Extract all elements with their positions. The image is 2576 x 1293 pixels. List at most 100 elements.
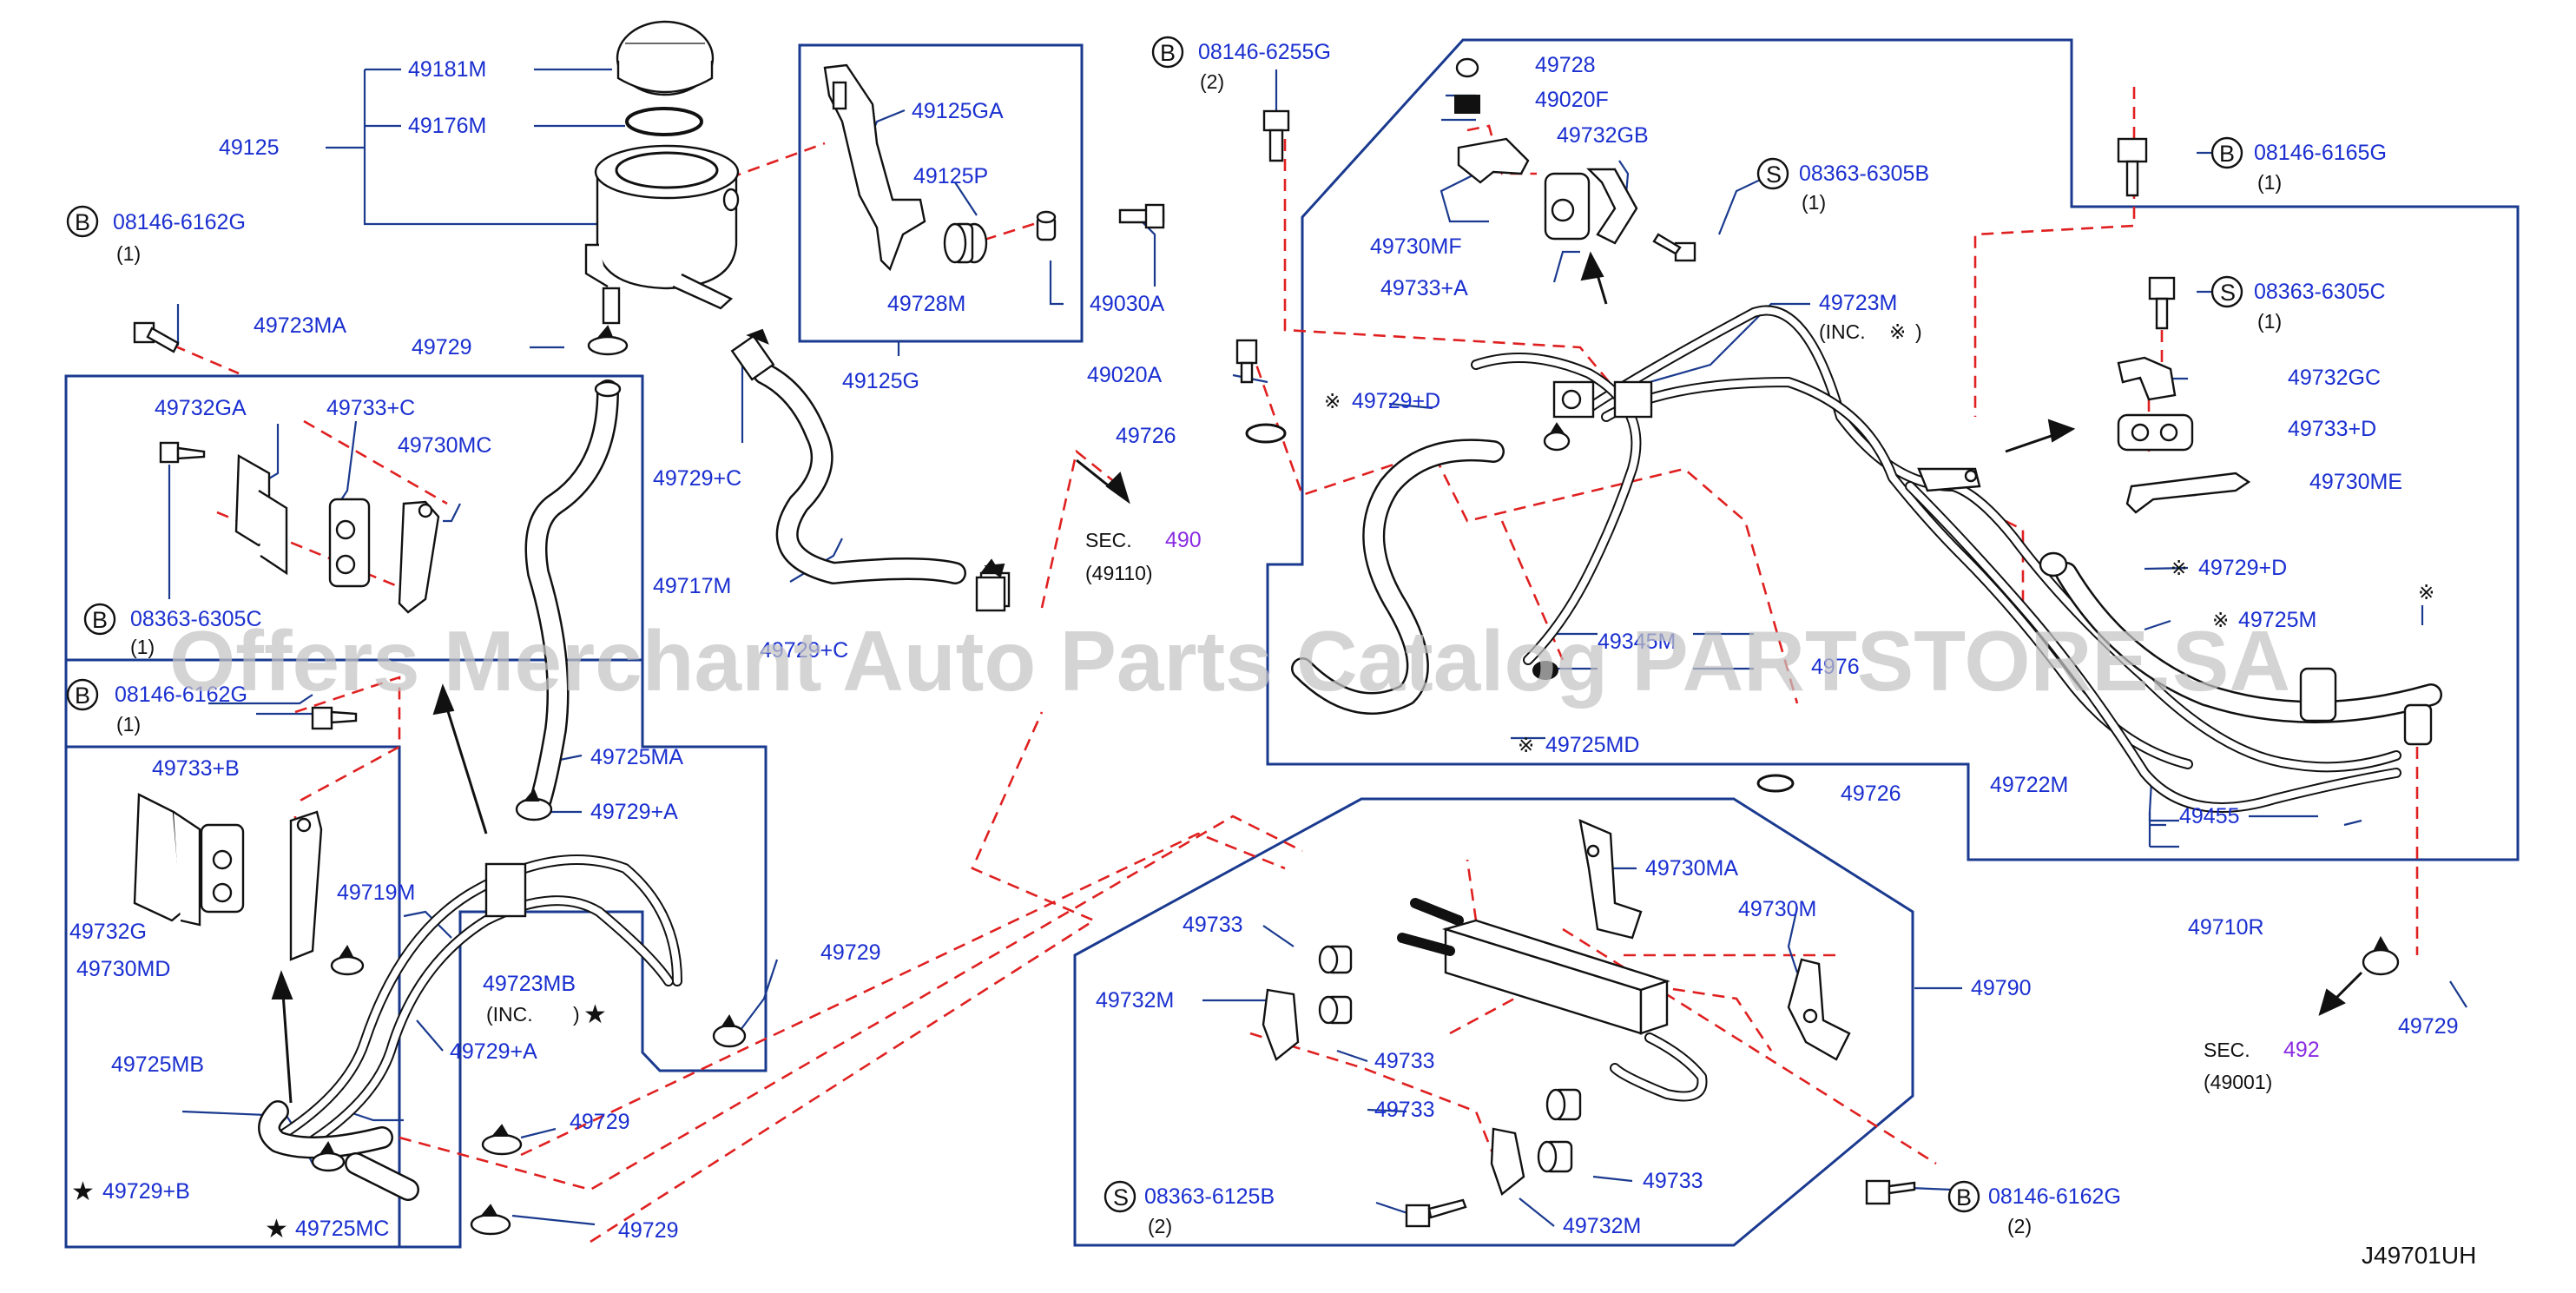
label-49726-a[interactable]: 49726 <box>1116 424 1176 448</box>
label-08146-6165G[interactable]: 08146-6165G <box>2254 141 2387 165</box>
label-49125[interactable]: 49125 <box>219 135 280 160</box>
screw-symbol-3: S <box>1104 1180 1136 1213</box>
label-08146-6255G[interactable]: 08146-6255G <box>1198 40 1331 64</box>
label-49020A[interactable]: 49020A <box>1087 363 1163 387</box>
bolt-symbol-2: B <box>83 603 116 636</box>
label-49729-d[interactable]: 49729 <box>820 940 881 965</box>
label-49730MC[interactable]: 49730MC <box>398 433 491 458</box>
label-49732GB[interactable]: 49732GB <box>1557 123 1649 148</box>
label-49732M-b[interactable]: 49732M <box>1563 1214 1641 1238</box>
label-49733B[interactable]: 49733+B <box>152 756 240 781</box>
hose-clamp-d-right <box>2039 551 2068 577</box>
label-49719M[interactable]: 49719M <box>337 881 415 905</box>
label-08363-6305C-a[interactable]: 08363-6305C <box>130 607 262 631</box>
label-49725MC[interactable]: 49725MC <box>295 1217 389 1241</box>
label-08146-6162G-b[interactable]: 08146-6162G <box>115 683 247 707</box>
arrows <box>271 251 2363 1104</box>
label-49725MD[interactable]: 49725MD <box>1545 733 1639 757</box>
label-49729-c[interactable]: 49729 <box>618 1218 679 1243</box>
label-49181M[interactable]: 49181M <box>408 57 486 82</box>
label-49729-a[interactable]: 49729 <box>412 335 472 360</box>
bolt-08146-6255G <box>1262 109 1290 162</box>
label-49729A-b[interactable]: 49729+A <box>450 1039 537 1064</box>
star-mark-49729B: ★ <box>71 1178 95 1206</box>
label-49733A[interactable]: 49733+A <box>1380 276 1468 300</box>
label-49730MF[interactable]: 49730MF <box>1370 234 1462 259</box>
sec-492-link[interactable]: 492 <box>2283 1038 2320 1062</box>
label-49726-b[interactable]: 49726 <box>1841 782 1901 806</box>
label-49125GA[interactable]: 49125GA <box>912 99 1004 123</box>
label-49728[interactable]: 49728 <box>1535 53 1596 77</box>
label-49729B[interactable]: 49729+B <box>102 1179 190 1204</box>
washer-49726-b <box>1756 774 1795 793</box>
label-49455[interactable]: 49455 <box>2179 804 2240 828</box>
label-49730ME[interactable]: 49730ME <box>2309 470 2402 494</box>
label-49722M[interactable]: 49722M <box>1990 773 2068 797</box>
bracket-49730MA <box>1578 819 1643 940</box>
label-08146-6162G-a[interactable]: 08146-6162G <box>113 210 246 234</box>
label-49125P[interactable]: 49125P <box>913 164 988 188</box>
label-49729C-b[interactable]: 49729+C <box>760 638 848 663</box>
bolt-08363-6125B <box>1405 1198 1467 1228</box>
label-4976X[interactable]: 4976 <box>1811 655 1860 679</box>
qty-08146-6162G-a: (1) <box>116 242 141 265</box>
label-49176M[interactable]: 49176M <box>408 114 486 138</box>
hose-clamp-49729-low1 <box>481 1124 523 1156</box>
label-49733-a[interactable]: 49733 <box>1183 913 1243 937</box>
label-49725M[interactable]: 49725M <box>2238 608 2316 632</box>
label-49345M[interactable]: 49345M <box>1598 630 1676 654</box>
bolt-08146-6162G-b <box>311 706 358 730</box>
label-08146-6162G-d[interactable]: 08146-6162G <box>1988 1184 2121 1209</box>
label-49728M[interactable]: 49728M <box>887 292 965 316</box>
hose-clamp-c-upper <box>730 328 775 381</box>
bracket-49732GA <box>234 453 288 576</box>
svg-text:S: S <box>1113 1184 1129 1211</box>
label-49732G[interactable]: 49732G <box>69 920 147 944</box>
label-08363-6305C-b[interactable]: 08363-6305C <box>2254 280 2386 304</box>
label-49020F[interactable]: 49020F <box>1535 88 1609 112</box>
label-49732GC[interactable]: 49732GC <box>2288 366 2381 390</box>
label-49723MA[interactable]: 49723MA <box>254 313 346 338</box>
bolt-symbol-6: B <box>1947 1180 1980 1213</box>
sec-490-link[interactable]: 490 <box>1165 528 1202 552</box>
hose-clamp-49729-top <box>587 325 629 356</box>
label-49729-e[interactable]: 49729 <box>2398 1014 2459 1039</box>
grommet-49733-b <box>1318 995 1353 1025</box>
label-49729-b[interactable]: 49729 <box>570 1110 630 1134</box>
label-49710R[interactable]: 49710R <box>2188 915 2264 940</box>
label-49733D[interactable]: 49733+D <box>2288 417 2376 441</box>
bracket-49732M-b <box>1490 1127 1525 1197</box>
label-08363-6305B[interactable]: 08363-6305B <box>1799 162 1929 186</box>
label-49733C-a[interactable]: 49733+C <box>326 396 415 420</box>
svg-text:B: B <box>75 683 90 709</box>
label-49723MB[interactable]: 49723MB <box>483 972 576 996</box>
label-49729D-b[interactable]: 49729+D <box>2198 556 2287 580</box>
bracket-49730M <box>1787 958 1851 1061</box>
label-49730MD[interactable]: 49730MD <box>76 957 170 981</box>
label-49730M[interactable]: 49730M <box>1738 897 1816 921</box>
label-49729D-a[interactable]: 49729+D <box>1352 389 1440 413</box>
bolt-08363-6305C-a <box>159 441 206 464</box>
label-49729A-a[interactable]: 49729+A <box>590 800 678 824</box>
label-49717M[interactable]: 49717M <box>653 574 731 598</box>
label-49732GA[interactable]: 49732GA <box>155 396 247 420</box>
label-49730MA[interactable]: 49730MA <box>1645 856 1738 881</box>
label-49733-d[interactable]: 49733 <box>1643 1169 1703 1193</box>
label-49725MA[interactable]: 49725MA <box>590 745 683 769</box>
label-49725MB[interactable]: 49725MB <box>111 1052 204 1077</box>
bracket-mid-assembly <box>1552 380 1653 419</box>
label-49030A[interactable]: 49030A <box>1090 292 1165 316</box>
label-49733-b[interactable]: 49733 <box>1374 1049 1435 1073</box>
label-49733-c[interactable]: 49733 <box>1374 1098 1435 1122</box>
parts-art <box>133 20 2442 1236</box>
label-49790[interactable]: 49790 <box>1971 976 2032 1000</box>
label-08363-6125B[interactable]: 08363-6125B <box>1144 1184 1275 1209</box>
qty-08363-6305C-a: (1) <box>130 636 155 658</box>
note-mark-49725M: ※ <box>2212 609 2229 631</box>
reservoir-cap-seal <box>625 107 703 136</box>
label-49729C-a[interactable]: 49729+C <box>653 466 741 491</box>
label-49723M[interactable]: 49723M <box>1819 291 1897 315</box>
label-49125G[interactable]: 49125G <box>842 369 919 393</box>
label-49732M-a[interactable]: 49732M <box>1096 988 1174 1013</box>
tube-bracket-right <box>1917 467 1981 492</box>
